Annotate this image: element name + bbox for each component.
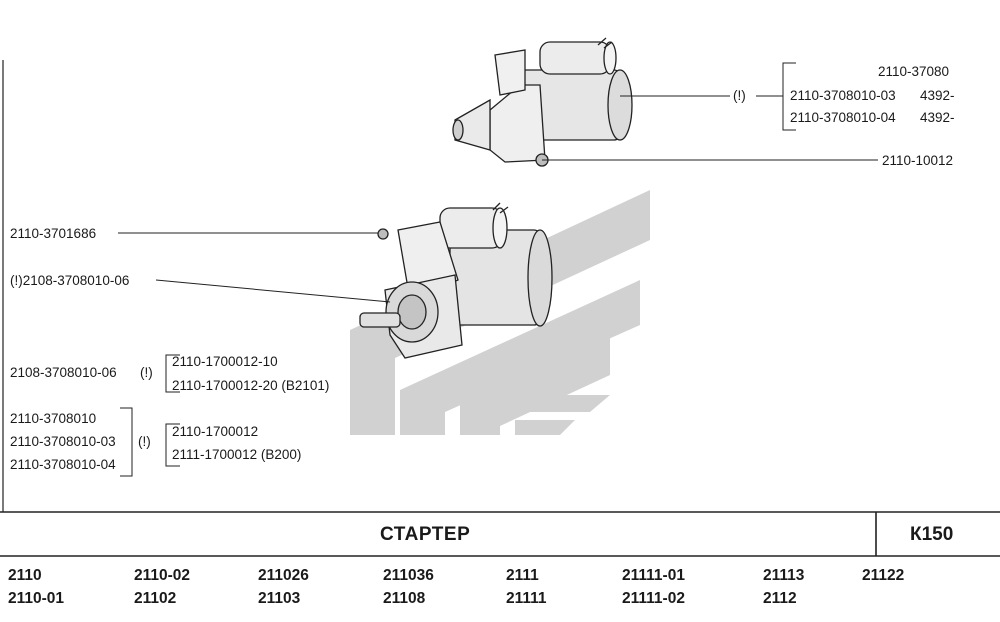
bottom-nut-part: 2110-3701686 — [10, 226, 97, 241]
group1-mark: (!) — [140, 365, 153, 380]
model-7-0: 21122 — [862, 567, 905, 584]
leader-lines — [118, 62, 878, 477]
watermark-logo — [350, 190, 650, 435]
group2-right-part-2: 2111-1700012 (В200) — [172, 447, 302, 462]
top-annotation-mark: (!) — [733, 88, 746, 103]
model-2-0: 211026 — [258, 567, 309, 584]
starter-top-illustration — [452, 37, 633, 167]
model-5-1: 21111-02 — [622, 590, 685, 607]
model-4-0: 2111 — [506, 567, 539, 584]
top-part-1: 2110-37080 — [878, 64, 950, 79]
top-part-2: 2110-3708010-03 — [790, 88, 896, 103]
model-3-0: 211036 — [383, 567, 434, 584]
group1-right-part-2: 2110-1700012-20 (В2101) — [172, 378, 330, 393]
model-3-1: 21108 — [383, 590, 426, 607]
model-0-1: 2110-01 — [8, 590, 65, 607]
group2-right-part-1: 2110-1700012 — [172, 424, 259, 439]
top-part-2-ref: 4392- — [920, 88, 955, 103]
model-1-0: 2110-02 — [134, 567, 191, 584]
page-code: К150 — [910, 524, 954, 545]
starter-bottom-illustration — [359, 202, 553, 359]
model-2-1: 21103 — [258, 590, 301, 607]
model-1-1: 21102 — [134, 590, 177, 607]
group2-mark: (!) — [138, 434, 151, 449]
group2-left-part-1: 2110-3708010 — [10, 411, 97, 426]
model-6-1: 2112 — [763, 590, 797, 607]
top-nut-part: 2110-10012 — [882, 153, 954, 168]
model-6-0: 21113 — [763, 567, 805, 584]
model-4-1: 21111 — [506, 590, 547, 607]
group1-left-part: 2108-3708010-06 — [10, 365, 117, 380]
model-0-0: 2110 — [8, 567, 42, 584]
top-part-3: 2110-3708010-04 — [790, 110, 896, 125]
top-part-3-ref: 4392- — [920, 110, 955, 125]
bottom-drive-part: (!)2108-3708010-06 — [10, 273, 130, 288]
group1-right-part-1: 2110-1700012-10 — [172, 354, 278, 369]
model-5-0: 21111-01 — [622, 567, 685, 584]
group2-left-part-3: 2110-3708010-04 — [10, 457, 116, 472]
page-title: СТАРТЕР — [380, 524, 471, 545]
group2-left-part-2: 2110-3708010-03 — [10, 434, 116, 449]
